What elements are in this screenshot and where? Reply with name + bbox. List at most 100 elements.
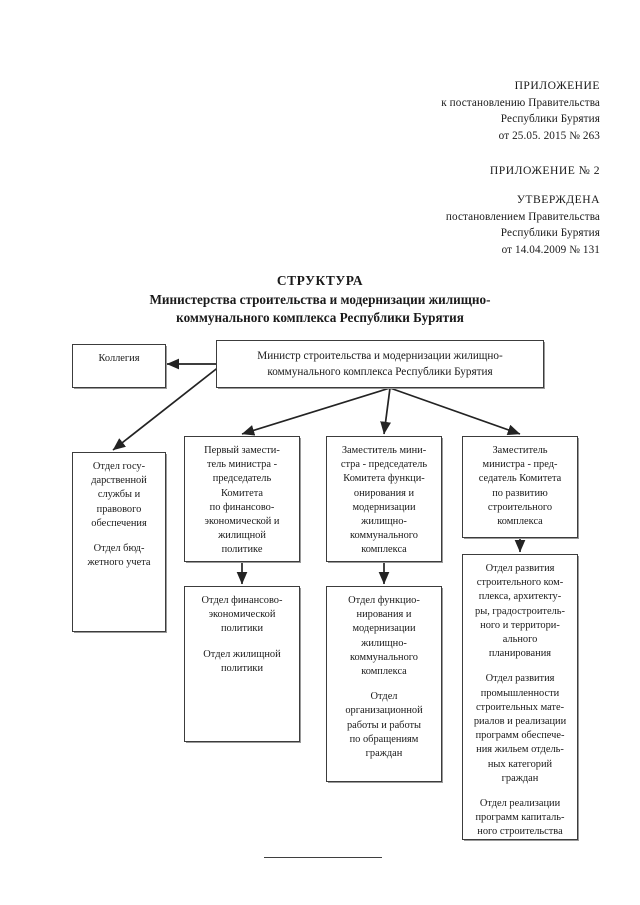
org-node-zam-funkcionirovanie-line-5: жилищно- [361,516,407,528]
org-node-otdel-gossluzhby-line-4: обеспечения [91,517,147,529]
edge-ministr-to-zam-funkcionirovanie [380,387,391,435]
org-node-otdel-finansovo-line-3 [185,637,299,648]
org-node-otdel-gossluzhby-line-7: жетного учета [87,557,151,569]
org-node-otdel-finansovo-line-1: экономической [208,609,276,621]
org-node-otdel-funkcionirovaniya-line-1: нирования и [356,609,412,621]
org-node-pervyy-zam-line-2: председатель [212,473,272,485]
org-node-zam-razvitie-line-1: министра - пред- [482,459,558,471]
org-node-zam-razvitie-line-3: по развитию [492,487,548,499]
org-node-otdel-razvitiya-line-12: программ обеспече- [475,730,565,742]
approved-block: УТВЕРЖДЕНА постановлением Правительства … [300,192,600,258]
org-node-otdel-funkcionirovaniya-line-5: комплекса [361,666,407,678]
approved-line1: УТВЕРЖДЕНА [516,193,600,206]
org-node-otdel-razvitiya-line-14: ных категорий [487,758,553,770]
org-node-otdel-funkcionirovaniya-line-8: организационной [345,705,423,717]
org-node-otdel-razvitiya-line-0: Отдел развития [485,563,555,574]
org-node-otdel-razvitiya-line-9: промышленности [480,687,560,699]
org-node-otdel-razvitiya-line-6: планирования [488,648,552,660]
appendix-1-block: ПРИЛОЖЕНИЕ к постановлению Правительства… [300,78,600,144]
org-node-ministr: Министр строительства и модернизации жил… [216,340,544,388]
org-node-otdel-funkcionirovaniya-line-2: модернизации [352,623,416,635]
org-node-zam-razvitie-line-0: Заместитель [492,445,548,456]
org-node-zam-funkcionirovanie-line-1: стра - председатель [340,459,428,471]
org-node-otdel-razvitiya-line-8: Отдел развития [485,673,555,685]
org-node-otdel-funkcionirovaniya-line-3: жилищно- [361,637,407,649]
approved-line4: от 14.04.2009 № 131 [501,243,600,256]
org-node-otdel-funkcionirovaniya: Отдел функцио-нирования и модернизации жил… [326,586,442,782]
org-node-otdel-razvitiya-line-13: ния жильем отдель- [476,744,564,756]
appendix-1-line3: Республики Бурятия [500,113,600,125]
org-node-otdel-funkcionirovaniya-line-11: граждан [365,748,403,760]
org-node-otdel-razvitiya-line-11: риалов и реализации [473,716,567,728]
org-node-otdel-gossluzhby-line-1: дарственной [91,475,147,487]
org-node-otdel-razvitiya-line-15: граждан [501,772,539,784]
org-node-otdel-finansovo-line-2: политики [220,623,264,635]
org-node-otdel-razvitiya-line-2: плекса, архитекту- [478,591,562,603]
org-node-pervyy-zam-line-5: экономической и [204,516,280,528]
org-node-ministr-line-1: коммунального комплекса Республики Бурят… [267,366,493,378]
appendix-1-line2: к постановлению Правительства [441,96,600,109]
org-node-zam-funkcionirovanie-line-4: модернизации [352,501,416,513]
org-node-otdel-gossluzhby: Отдел госу-дарственной службы и правового о… [72,452,166,632]
org-node-otdel-razvitiya-line-17: Отдел реализации [479,798,561,810]
org-node-zam-funkcionirovanie-line-3: онирования и [353,487,415,499]
org-node-zam-funkcionirovanie-line-0: Заместитель мини- [341,445,427,456]
org-node-otdel-funkcionirovaniya-line-10: по обращениям [349,733,419,745]
org-node-zam-razvitie-line-5: комплекса [497,516,543,528]
org-node-kollegiya: Коллегия [72,344,166,388]
edge-ministr-to-zam-razvitie [389,387,521,436]
org-node-zam-funkcionirovanie-line-7: комплекса [361,544,407,556]
appendix-1-line1: ПРИЛОЖЕНИЕ [514,79,600,92]
org-node-otdel-funkcionirovaniya-line-9: работы и работы [346,719,422,731]
org-node-otdel-razvitiya-line-7 [463,661,577,672]
org-node-otdel-funkcionirovaniya-line-0: Отдел функцио- [348,595,420,606]
appendix-2-block: ПРИЛОЖЕНИЕ № 2 [300,163,600,180]
edge-ministr-to-pervyy-zam [241,387,391,436]
page-title: СТРУКТУРА Министерства строительства и м… [60,272,580,328]
org-node-otdel-razvitiya-line-19: ного строительства [477,826,563,838]
org-node-zam-razvitie-line-2: седатель Комитета [478,473,562,485]
org-node-zam-funkcionirovanie-line-6: коммунального [349,530,418,542]
org-node-zam-razvitie: Заместитель министра - пред-седатель Коми… [462,436,578,538]
org-node-pervyy-zam-line-7: политике [221,544,263,556]
org-node-pervyy-zam-line-0: Первый замести- [204,445,280,456]
org-node-otdel-razvitiya-line-16 [463,786,577,797]
appendix-2-line1: ПРИЛОЖЕНИЕ № 2 [489,164,600,177]
org-node-otdel-gossluzhby-line-0: Отдел госу- [92,461,146,472]
approved-line3: Республики Бурятия [500,227,600,239]
appendix-1-line4: от 25.05. 2015 № 263 [498,129,600,142]
org-node-otdel-finansovo-line-5: политики [220,662,264,674]
org-node-otdel-gossluzhby-line-5 [73,531,165,542]
org-node-pervyy-zam-line-3: Комитета [221,487,263,499]
org-node-otdel-finansovo-line-4: Отдел жилищной [203,648,281,660]
org-node-otdel-razvitiya-line-18: программ капиталь- [475,812,565,824]
org-node-otdel-gossluzhby-line-3: правового [96,503,142,515]
org-node-zam-razvitie-line-4: строительного [487,501,553,513]
page-title-line2: Министерства строительства и модернизаци… [149,291,491,307]
org-node-otdel-finansovo-line-0: Отдел финансово- [201,595,283,606]
org-node-otdel-funkcionirovaniya-line-7: Отдел [370,691,398,703]
org-node-pervyy-zam-line-6: жилищной [218,530,266,542]
org-node-otdel-razvitiya-line-3: ры, градостроитель- [475,605,565,617]
org-node-otdel-funkcionirovaniya-line-6 [327,679,441,690]
org-node-otdel-gossluzhby-line-2: службы и [97,489,141,501]
org-node-otdel-razvitiya-line-4: ного и территори- [480,619,560,631]
org-node-pervyy-zam-line-1: тель министра - [206,459,278,471]
page-title-line3: коммунального комплекса Республики Бурят… [176,310,464,325]
org-node-kollegiya-line-0: Коллегия [98,353,140,364]
org-node-otdel-razvitiya-line-10: строительных мате- [475,701,565,713]
page-title-line1: СТРУКТУРА [276,273,364,288]
footer-separator [264,857,382,858]
approved-line2: постановлением Правительства [445,210,600,223]
org-node-pervyy-zam-line-4: по финансово- [209,501,275,513]
org-node-zam-funkcionirovanie-line-2: Комитета функци- [343,473,425,485]
org-node-otdel-razvitiya: Отдел развития строительного ком-плекса, … [462,554,578,840]
org-node-otdel-funkcionirovaniya-line-4: коммунального [349,651,418,663]
org-node-otdel-razvitiya-line-1: строительного ком- [476,577,564,589]
org-node-pervyy-zam: Первый замести-тель министра - председате… [184,436,300,562]
org-node-otdel-gossluzhby-line-6: Отдел бюд- [93,543,145,555]
org-node-ministr-line-0: Министр строительства и модернизации жил… [257,350,503,362]
